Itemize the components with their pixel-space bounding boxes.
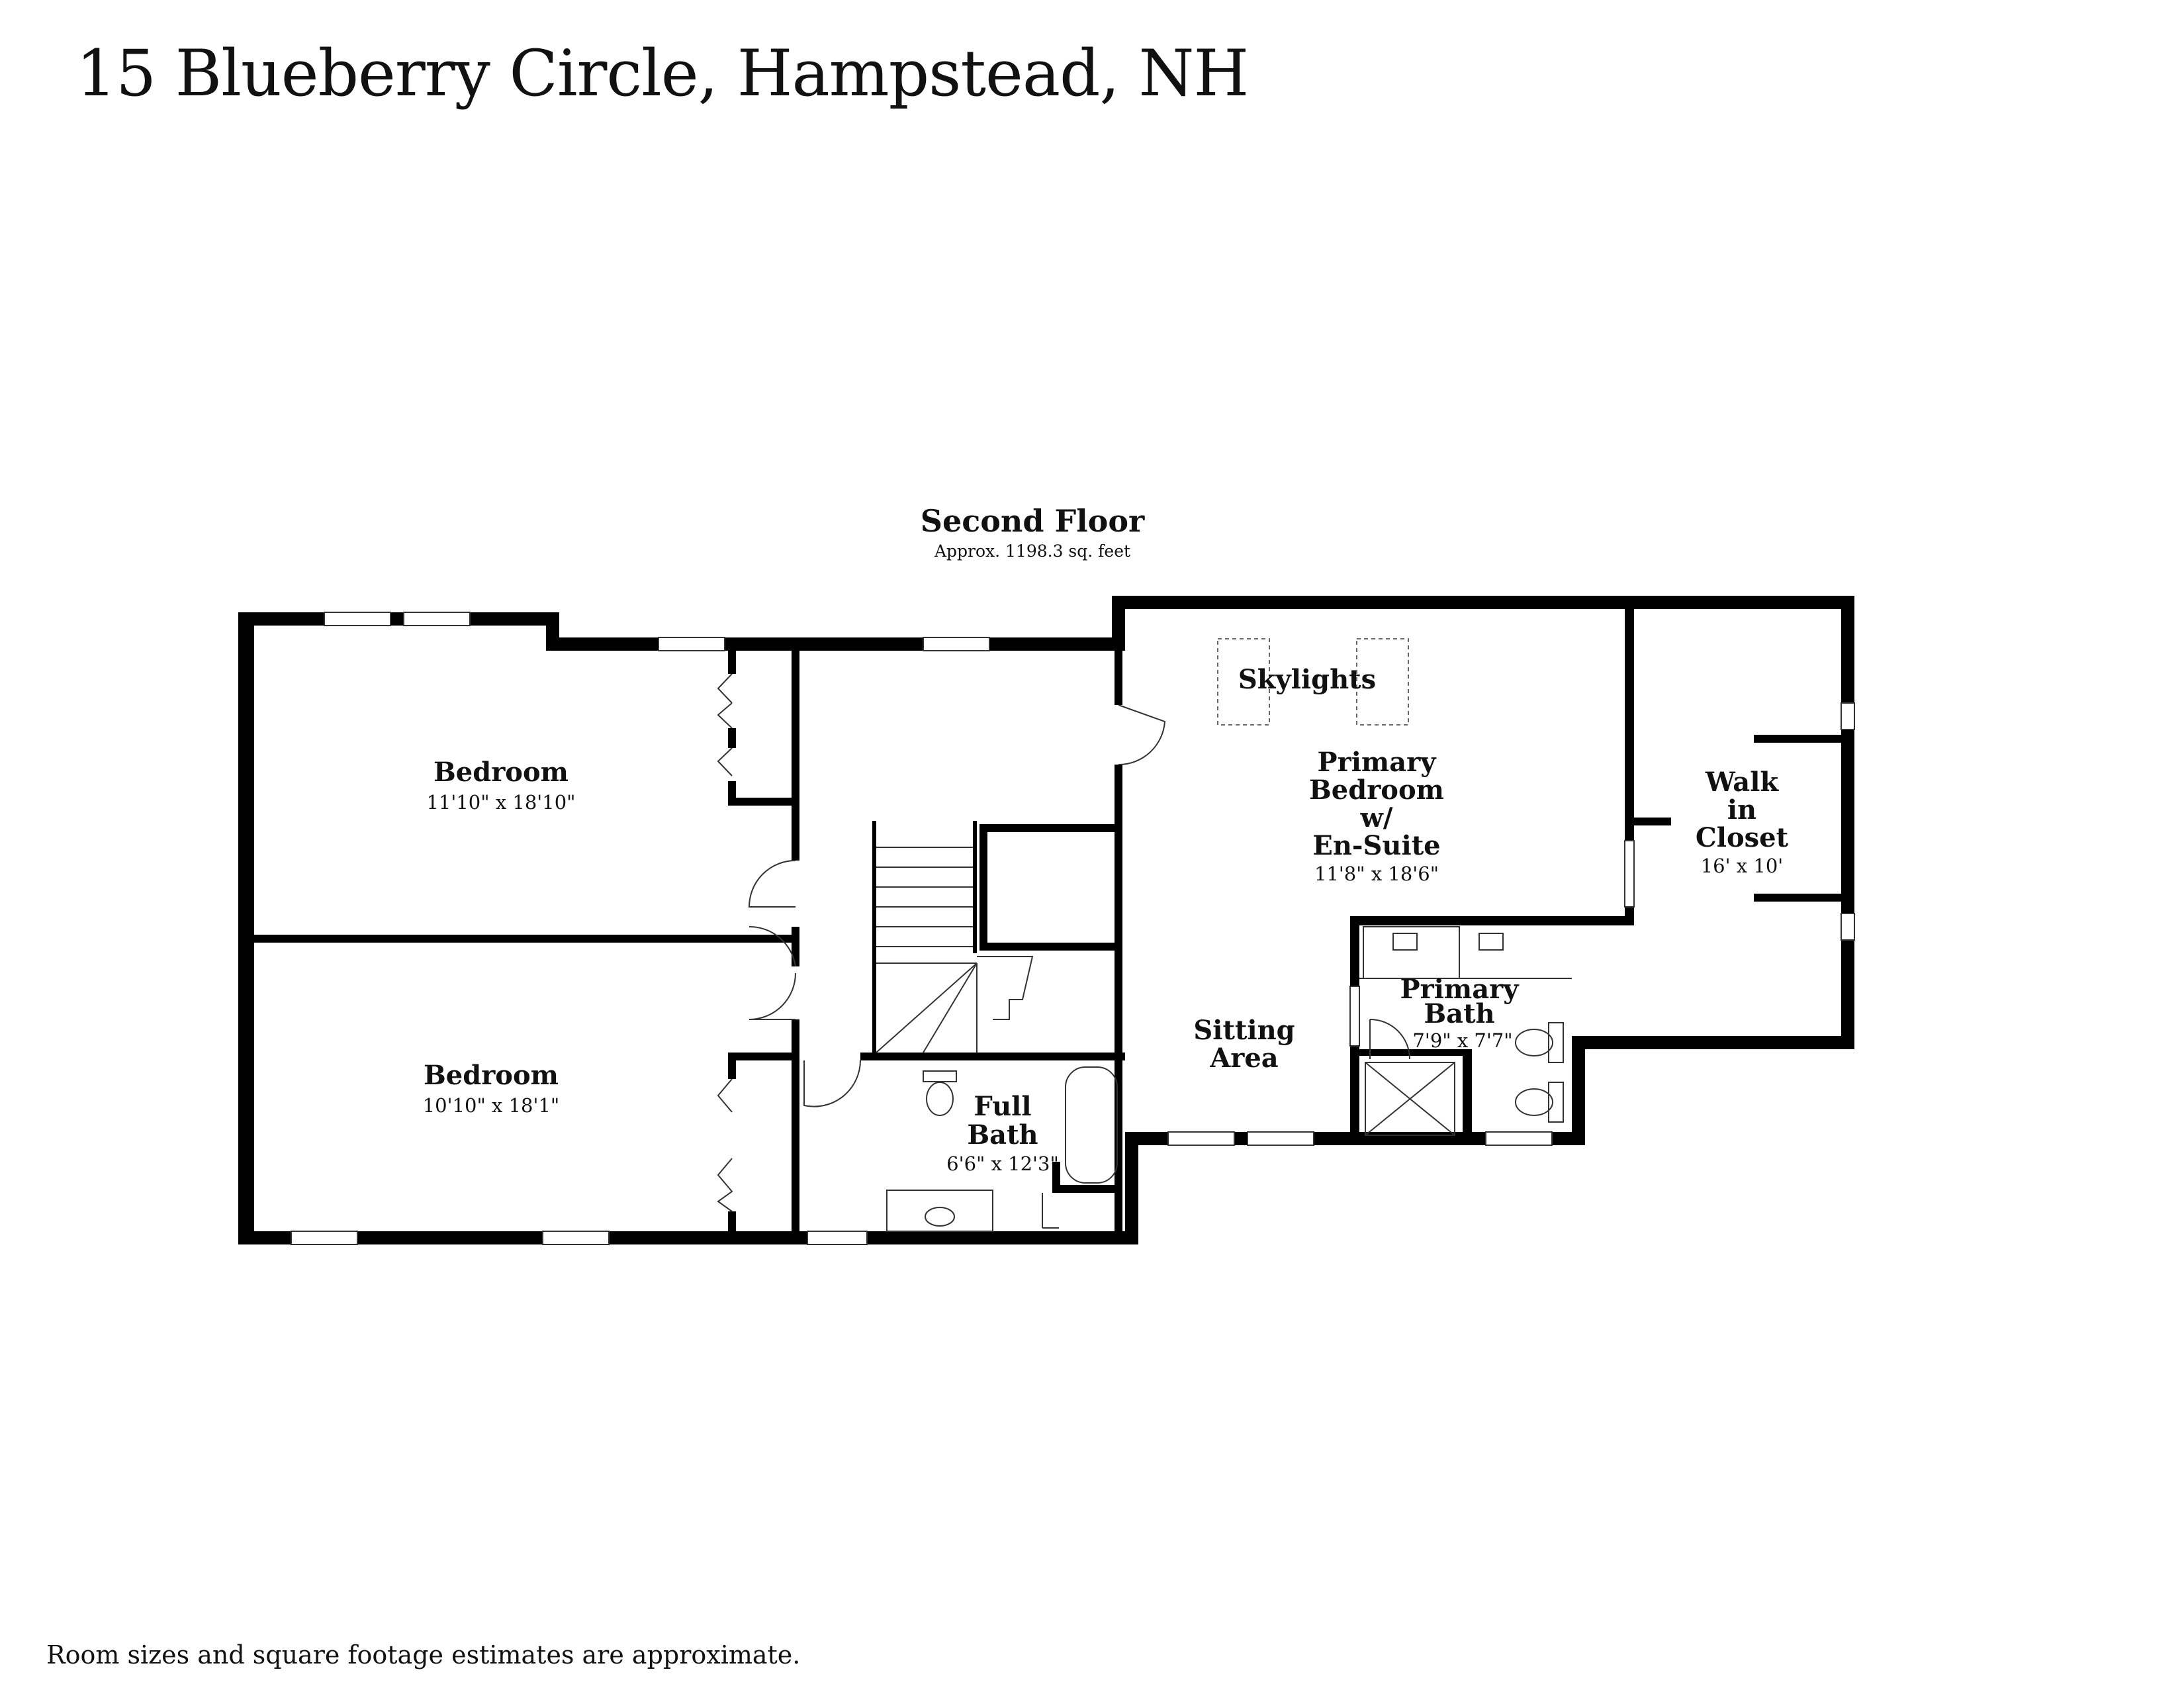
room-dimensions: 7'9" x 7'7" xyxy=(1412,1029,1512,1052)
room-name: Sitting xyxy=(1193,1015,1295,1046)
interior-walls xyxy=(254,609,1841,1231)
room-name: in xyxy=(1727,794,1756,825)
room-dimensions: 11'10" x 18'10" xyxy=(426,791,575,814)
disclaimer-text: Room sizes and square footage estimates … xyxy=(46,1640,801,1669)
shower-fixture xyxy=(1365,1062,1455,1136)
room-name: Bedroom xyxy=(433,757,569,788)
doors xyxy=(717,673,1410,1212)
room-sitting-area: Sitting Area xyxy=(1193,1015,1295,1074)
room-name: Closet xyxy=(1696,822,1789,853)
vanity-fixture xyxy=(886,1190,993,1232)
floor-name: Second Floor xyxy=(920,503,1145,539)
room-name: Bedroom xyxy=(1309,774,1444,806)
room-name: Area xyxy=(1209,1043,1278,1074)
property-address-title: 15 Blueberry Circle, Hampstead, NH xyxy=(76,36,1249,111)
bathtub-fixture xyxy=(1065,1066,1118,1184)
room-name: w/ xyxy=(1359,802,1392,833)
fixtures xyxy=(886,638,1572,1232)
staircase xyxy=(876,847,1034,1053)
room-dimensions: 6'6" x 12'3" xyxy=(946,1152,1059,1175)
room-dimensions: 10'10" x 18'1" xyxy=(423,1094,560,1117)
floor-area: Approx. 1198.3 sq. feet xyxy=(934,541,1131,561)
label-skylights: Skylights xyxy=(1238,664,1376,695)
skylight xyxy=(1217,638,1270,726)
room-name: Bath xyxy=(1424,998,1494,1029)
room-name: En-Suite xyxy=(1312,830,1440,861)
room-full-bath: Full Bath 6'6" x 12'3" xyxy=(946,1091,1059,1175)
room-dimensions: 16' x 10' xyxy=(1701,855,1784,877)
skylights-label: Skylights xyxy=(1238,664,1376,695)
windows xyxy=(291,612,1855,1245)
room-bedroom-1: Bedroom 11'10" x 18'10" xyxy=(426,757,575,814)
room-dimensions: 11'8" x 18'6" xyxy=(1314,863,1439,885)
room-walk-in-closet: Walk in Closet 16' x 10' xyxy=(1696,767,1789,877)
room-name: Primary xyxy=(1400,974,1520,1005)
room-bedroom-2: Bedroom 10'10" x 18'1" xyxy=(423,1060,560,1117)
room-name: Bath xyxy=(967,1119,1038,1150)
skylight xyxy=(1356,638,1409,726)
room-primary-bath: Primary Bath 7'9" x 7'7" xyxy=(1400,974,1520,1052)
toilet-fixture xyxy=(926,1082,954,1116)
room-primary-bedroom: Primary Bedroom w/ En-Suite 11'8" x 18'6… xyxy=(1309,747,1444,885)
room-name: Primary xyxy=(1318,747,1437,778)
room-name: Full xyxy=(974,1091,1031,1122)
room-name: Bedroom xyxy=(424,1060,559,1091)
room-name: Walk xyxy=(1705,767,1780,798)
